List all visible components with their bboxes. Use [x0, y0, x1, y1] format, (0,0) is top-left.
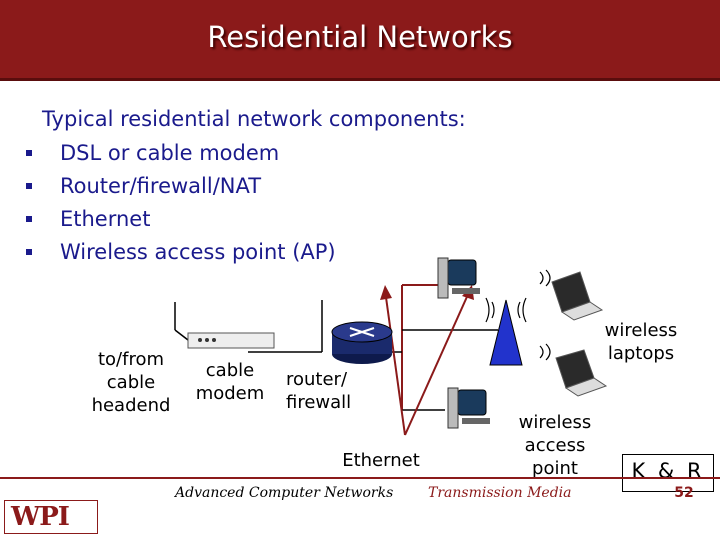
desktop-computer-icon [447, 259, 477, 286]
headend-label: to/from cable headend [91, 349, 171, 416]
access-point-icon [489, 299, 523, 366]
bullet-text: Wireless access point (AP) [60, 240, 336, 264]
cable-modem-label: cable modem [195, 360, 265, 404]
wpi-logo-text: WPI [11, 502, 70, 532]
keyboard-icon [462, 418, 490, 424]
wireless-signal-icon [539, 269, 551, 287]
laptop-base-icon [560, 301, 604, 321]
modem-led-icon [205, 338, 209, 342]
desktop-tower-icon [437, 257, 449, 299]
page-number: 52 [674, 485, 694, 501]
bullet-text: DSL or cable modem [60, 141, 280, 165]
course-title: Advanced Computer Networks [175, 485, 394, 501]
topic-title: Transmission Media [428, 485, 572, 501]
bullet-marker [26, 216, 32, 222]
ethernet-arrowhead [380, 285, 392, 300]
ethernet-label: Ethernet [342, 450, 420, 471]
router-label: router/ firewall [286, 369, 352, 413]
bullet-text: Router/firewall/NAT [60, 174, 262, 198]
modem-led-icon [212, 338, 216, 342]
ethernet-arrow-2 [404, 289, 471, 436]
modem-led-icon [198, 338, 202, 342]
router-arrows-icon [349, 327, 375, 337]
footer-divider [0, 477, 720, 479]
kr-text: K & R [631, 459, 705, 483]
wireless-signal-icon [485, 297, 527, 323]
slide-title: Residential Networks [207, 20, 513, 54]
wpi-logo: WPI [4, 500, 98, 534]
cable-modem-icon [187, 332, 275, 349]
kr-badge: K & R [622, 454, 714, 492]
bullet-marker [26, 183, 32, 189]
bullet-marker [26, 249, 32, 255]
ethernet-arrow [384, 289, 406, 436]
bullet-text: Ethernet [60, 207, 151, 231]
keyboard-icon [452, 288, 480, 294]
laptops-label: wireless laptops [604, 320, 678, 364]
access-point-label: wireless access point [518, 412, 592, 479]
desktop-tower-icon [447, 387, 459, 429]
title-bar [0, 0, 720, 81]
wireless-signal-icon [539, 343, 551, 361]
headend-modem-link [174, 329, 189, 341]
slide-heading: Typical residential network components: [42, 107, 466, 131]
desktop-computer-icon [457, 389, 487, 416]
bullet-marker [26, 150, 32, 156]
laptop-base-icon [564, 377, 608, 397]
